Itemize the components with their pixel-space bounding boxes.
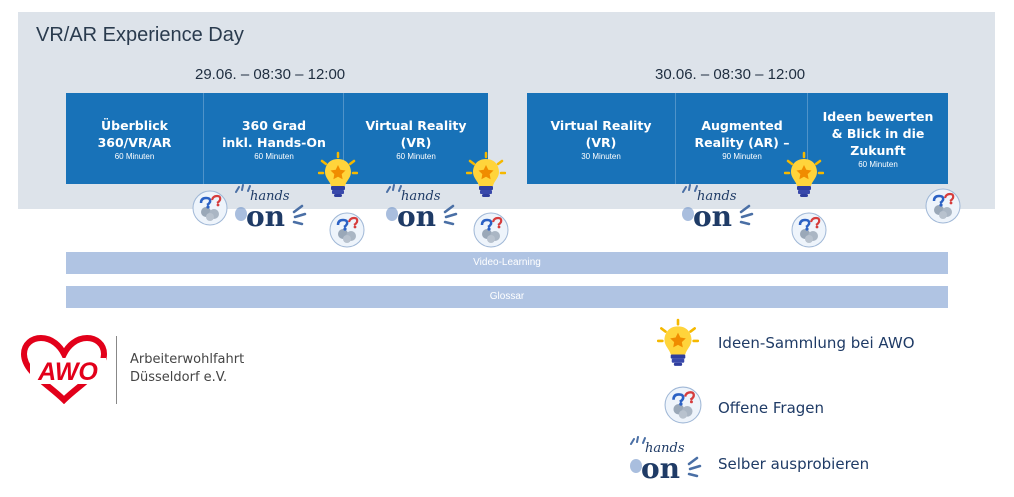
session-title: Augmented Reality (AR) – xyxy=(694,117,790,150)
lightbulb-icon xyxy=(318,151,358,199)
question-icon xyxy=(925,188,961,224)
awo-logo: AWO xyxy=(20,334,108,404)
session-duration: 30 Minuten xyxy=(581,151,621,161)
on-label: on xyxy=(246,200,285,230)
session-card-overview: Überblick 360/VR/AR 60 Minuten xyxy=(66,93,203,184)
session-duration: 60 Minuten xyxy=(254,151,294,161)
org-name-line2: Düsseldorf e.V. xyxy=(130,370,228,385)
day-2-date: 30.06. – 08:30 – 12:00 xyxy=(655,66,806,83)
day-1-date: 29.06. – 08:30 – 12:00 xyxy=(195,66,346,83)
on-label: on xyxy=(693,200,732,230)
lightbulb-icon xyxy=(784,151,824,199)
org-name-line1: Arbeiterwohlfahrt xyxy=(130,352,245,367)
legend-hands-on-icon: hands on xyxy=(630,436,702,482)
session-card-360: 360 Grad inkl. Hands-On 60 Minuten xyxy=(203,93,344,184)
session-card-vr-day2: Virtual Reality (VR) 30 Minuten xyxy=(527,93,675,184)
session-title: Virtual Reality (VR) xyxy=(365,117,467,150)
video-learning-bar: Video-Learning xyxy=(66,252,948,274)
session-duration: 60 Minuten xyxy=(858,160,898,169)
question-icon xyxy=(329,212,365,248)
hands-on-icon: hands on xyxy=(386,184,458,230)
hands-label: hands xyxy=(250,189,290,204)
hands-on-icon: hands on xyxy=(682,184,754,230)
logo-divider xyxy=(116,336,117,404)
session-title: Überblick 360/VR/AR xyxy=(97,117,172,150)
hands-label: hands xyxy=(697,189,737,204)
question-icon xyxy=(192,190,228,226)
awo-logo-text: AWO xyxy=(37,358,98,386)
session-duration: 60 Minuten xyxy=(114,151,155,161)
glossar-bar: Glossar xyxy=(66,286,948,308)
session-title: Ideen bewerten & Blick in die Zukunft xyxy=(822,109,934,158)
session-card-ar: Augmented Reality (AR) – 90 Minuten xyxy=(675,93,808,184)
page-title: VR/AR Experience Day xyxy=(36,24,244,46)
session-title: 360 Grad inkl. Hands-On xyxy=(222,117,326,150)
session-duration: 60 Minuten xyxy=(396,151,436,161)
session-title: Virtual Reality (VR) xyxy=(550,117,652,150)
hands-label: hands xyxy=(645,441,685,456)
session-card-future: Ideen bewerten & Blick in die Zukunft 60… xyxy=(807,93,948,184)
question-icon xyxy=(791,212,827,248)
hands-on-icon: hands on xyxy=(235,184,307,230)
session-card-vr-day1: Virtual Reality (VR) 60 Minuten xyxy=(343,93,488,184)
on-label: on xyxy=(397,200,436,230)
legend-try-label: Selber ausprobieren xyxy=(718,455,870,473)
hands-label: hands xyxy=(401,189,441,204)
session-duration: 90 Minuten xyxy=(722,151,762,161)
legend-questions-label: Offene Fragen xyxy=(718,399,825,417)
legend-ideas-label: Ideen-Sammlung bei AWO xyxy=(718,334,915,352)
question-icon xyxy=(473,212,509,248)
legend-question-icon xyxy=(664,386,702,424)
legend-lightbulb-icon xyxy=(657,318,699,368)
lightbulb-icon xyxy=(466,151,506,199)
on-label: on xyxy=(641,452,680,482)
